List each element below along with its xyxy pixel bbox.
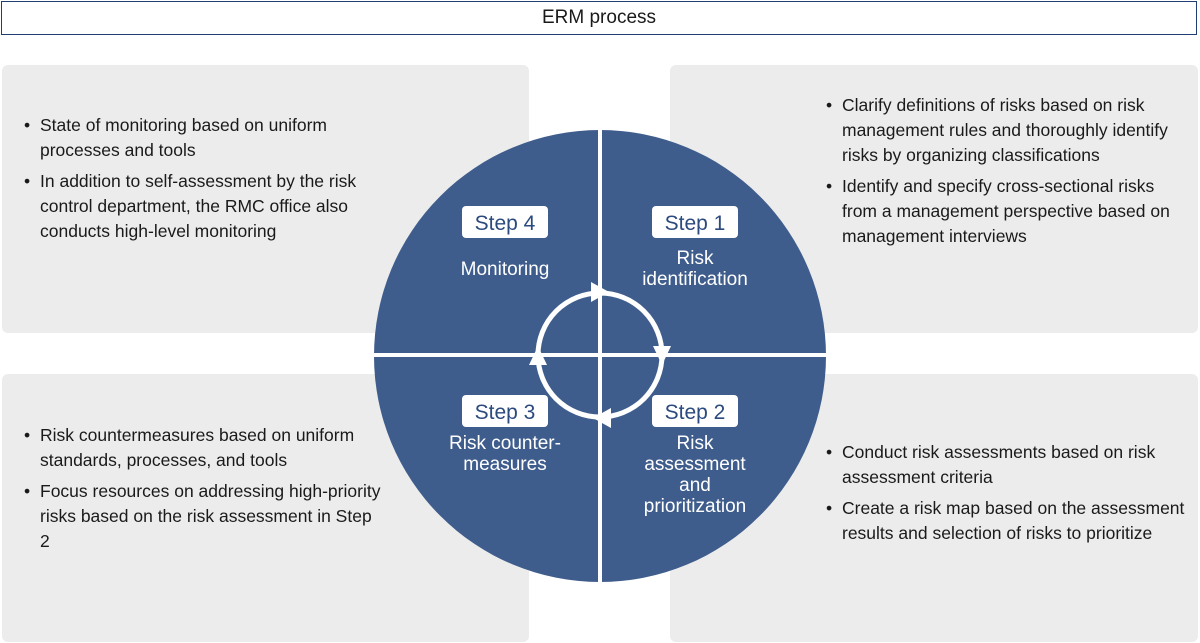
step-2-badge-label: Step 2 xyxy=(665,401,726,424)
risk-assessment-bullet: Conduct risk assessments based on risk a… xyxy=(826,440,1186,490)
risk-countermeasures-bullet-list: Risk countermeasures based on uniform st… xyxy=(24,423,384,560)
step-3-label-line: Risk counter- xyxy=(449,433,561,454)
step-3-badge xyxy=(462,395,548,427)
monitoring-bullet: State of monitoring based on uniform pro… xyxy=(24,113,384,163)
step-3-badge-label: Step 3 xyxy=(475,401,536,424)
risk-identification-bullet: Identify and specify cross-sectional ris… xyxy=(826,174,1186,249)
step-2-label-line: assessment xyxy=(644,454,746,475)
monitoring-bullet: In addition to self-assessment by the ri… xyxy=(24,169,384,244)
step-4-badge-label: Step 4 xyxy=(475,212,536,235)
step-2-badge xyxy=(652,395,738,427)
step-1-risk-identification: Step 1 Risk identification xyxy=(642,206,748,290)
step-2-label-line: Risk xyxy=(677,433,714,454)
step-1-label-line: Risk xyxy=(677,248,714,269)
arrow-head-icon xyxy=(653,346,671,365)
risk-assessment-bullet: Create a risk map based on the assessmen… xyxy=(826,496,1186,546)
erm-cycle-diagram: Step 4 Monitoring Step 1 Risk identifica… xyxy=(373,129,827,583)
cycle-arrow-icon xyxy=(529,282,671,428)
risk-countermeasures-bullet: Risk countermeasures based on uniform st… xyxy=(24,423,384,473)
step-4-monitoring: Step 4 Monitoring xyxy=(461,206,550,280)
arrow-head-icon xyxy=(593,408,611,428)
diagram-title: ERM process xyxy=(1,1,1197,35)
step-3-risk-countermeasures: Step 3 Risk counter- measures xyxy=(449,395,561,475)
risk-identification-bullet: Clarify definitions of risks based on ri… xyxy=(826,93,1186,168)
step-4-badge xyxy=(462,206,548,238)
arrow-head-icon xyxy=(591,282,609,302)
risk-assessment-bullet-list: Conduct risk assessments based on risk a… xyxy=(826,440,1186,552)
step-2-risk-assessment: Step 2 Risk assessment and prioritizatio… xyxy=(644,395,746,517)
step-2-label-line: prioritization xyxy=(644,496,746,517)
step-1-label-line: identification xyxy=(642,269,748,290)
monitoring-bullet-list: State of monitoring based on uniform pro… xyxy=(24,113,384,250)
step-1-badge-label: Step 1 xyxy=(665,212,726,235)
risk-identification-bullet-list: Clarify definitions of risks based on ri… xyxy=(826,93,1186,255)
risk-countermeasures-bullet: Focus resources on addressing high-prior… xyxy=(24,479,384,554)
step-3-label-line: measures xyxy=(463,454,546,475)
step-2-label-line: and xyxy=(679,475,711,496)
step-1-badge xyxy=(652,206,738,238)
step-4-label: Monitoring xyxy=(461,259,550,280)
arrow-head-icon xyxy=(529,346,547,365)
